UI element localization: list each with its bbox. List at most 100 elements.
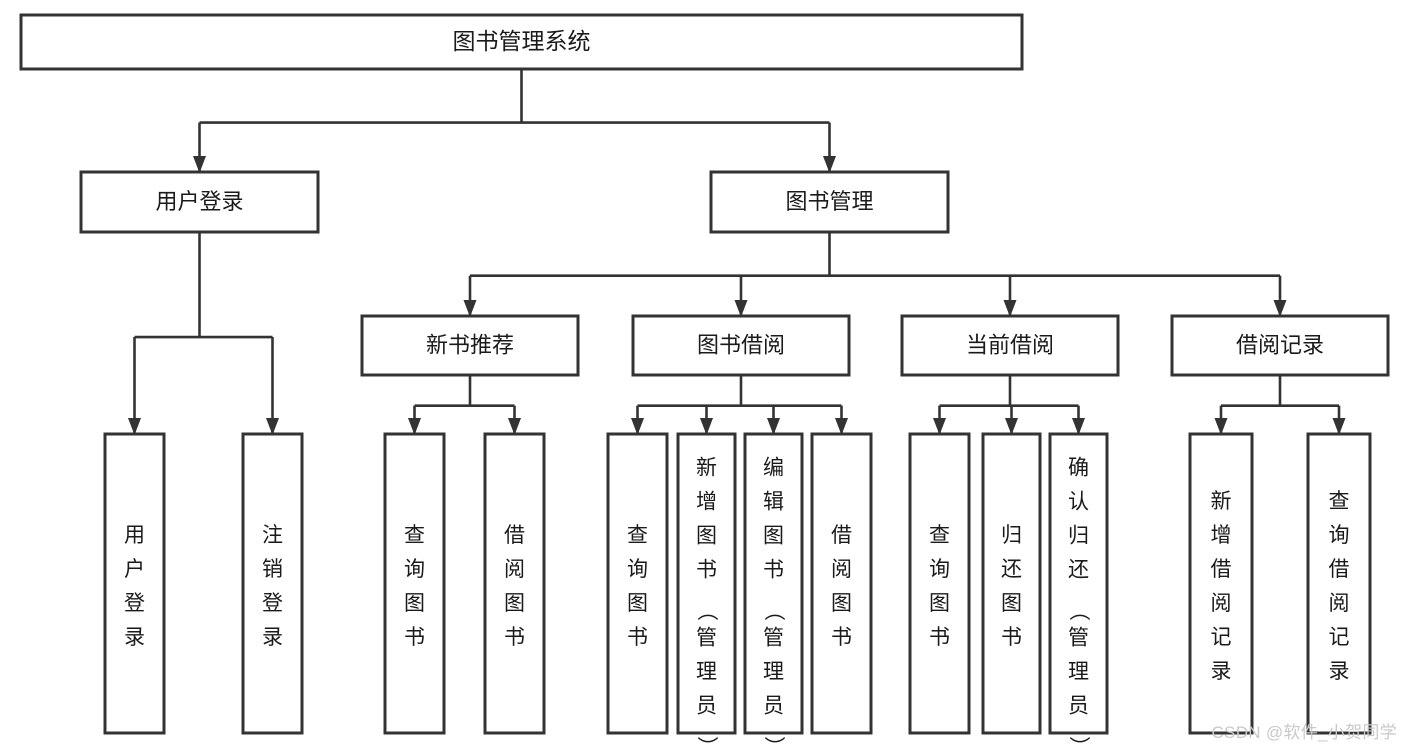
- node-label-borrow: 图书借阅: [697, 332, 785, 357]
- label-char: 查: [404, 524, 425, 547]
- connector-layer: [128, 69, 1346, 435]
- connector-group: [1214, 375, 1346, 435]
- label-char: 归: [1068, 525, 1089, 548]
- label-char: ）: [695, 736, 718, 747]
- node-box-newbook[interactable]: [360, 314, 580, 377]
- node-box-borrow[interactable]: [631, 314, 851, 377]
- label-char: 用: [124, 524, 145, 547]
- node-box-root[interactable]: [19, 13, 1024, 71]
- arrow-head: [1072, 418, 1085, 435]
- label-char: 书: [404, 626, 425, 649]
- label-char: 编: [763, 457, 784, 480]
- node-box-current-2[interactable]: [981, 432, 1042, 735]
- label-char: 还: [1068, 559, 1089, 582]
- node-box-login[interactable]: [79, 170, 320, 234]
- label-char: ）: [1067, 736, 1090, 747]
- label-char: 理: [1068, 661, 1089, 684]
- node-current[interactable]: 当前借阅: [900, 314, 1120, 377]
- label-char: 书: [504, 626, 525, 649]
- node-label-records: 借阅记录: [1236, 332, 1324, 357]
- node-box-bookmgmt[interactable]: [709, 170, 950, 234]
- node-box-records[interactable]: [1170, 314, 1390, 377]
- label-char: 管: [763, 627, 784, 650]
- connector-group: [128, 232, 279, 435]
- node-box-login-1[interactable]: [103, 432, 166, 735]
- label-char: 员: [763, 695, 784, 718]
- arrow-head: [1332, 418, 1346, 435]
- arrow-head: [1214, 418, 1228, 435]
- label-char: 户: [124, 558, 145, 581]
- label-char: 阅: [1211, 592, 1232, 615]
- label-char: 书: [1001, 626, 1022, 649]
- node-layer: 图书管理系统用户登录图书管理新书推荐图书借阅当前借阅借阅记录用户登录注销登录查询…: [19, 13, 1390, 747]
- label-char: 图: [763, 525, 784, 548]
- node-newbook[interactable]: 新书推荐: [360, 314, 580, 377]
- node-label-current: 当前借阅: [966, 332, 1054, 357]
- node-borrow[interactable]: 图书借阅: [631, 314, 851, 377]
- node-box-borrow-2[interactable]: [676, 432, 737, 735]
- arrow-head: [1005, 418, 1018, 435]
- label-char: 图: [696, 525, 717, 548]
- node-login[interactable]: 用户登录: [79, 170, 320, 234]
- label-char: 销: [262, 558, 283, 581]
- label-char: （: [695, 600, 718, 621]
- label-char: 阅: [1329, 592, 1350, 615]
- node-root[interactable]: 图书管理系统: [19, 13, 1024, 71]
- arrow-head: [408, 418, 421, 435]
- node-box-records-2[interactable]: [1306, 432, 1372, 735]
- node-box-newbook-1[interactable]: [383, 432, 446, 735]
- node-bookmgmt[interactable]: 图书管理: [709, 170, 950, 234]
- label-char: （: [762, 600, 785, 621]
- label-char: 书: [831, 626, 852, 649]
- node-box-newbook-2[interactable]: [483, 432, 546, 735]
- node-box-borrow-4[interactable]: [810, 432, 873, 735]
- label-char: 管: [1068, 627, 1089, 650]
- label-char: （: [1067, 600, 1090, 621]
- connector-group: [193, 69, 836, 173]
- label-char: 新: [1211, 490, 1232, 513]
- label-char: 图: [831, 592, 852, 615]
- arrow-head: [835, 418, 848, 435]
- label-char: 询: [404, 558, 425, 581]
- node-box-current-3[interactable]: [1048, 432, 1109, 735]
- label-char: 员: [696, 695, 717, 718]
- node-box-records-1[interactable]: [1188, 432, 1254, 735]
- node-box-borrow-1[interactable]: [606, 432, 669, 735]
- node-box-current-1[interactable]: [908, 432, 971, 735]
- node-login-1[interactable]: 用户登录: [103, 432, 166, 735]
- label-char: ）: [762, 736, 785, 747]
- label-char: 登: [124, 592, 145, 615]
- label-char: 询: [929, 558, 950, 581]
- arrow-head: [1273, 300, 1287, 317]
- arrow-head: [767, 418, 780, 435]
- label-char: 确: [1068, 457, 1089, 480]
- node-box-current[interactable]: [900, 314, 1120, 377]
- arrow-head: [193, 156, 206, 173]
- node-label-root: 图书管理系统: [453, 28, 591, 54]
- node-records[interactable]: 借阅记录: [1170, 314, 1390, 377]
- node-box-login-2[interactable]: [241, 432, 304, 735]
- connector-group: [933, 375, 1085, 435]
- node-box-borrow-3[interactable]: [743, 432, 804, 735]
